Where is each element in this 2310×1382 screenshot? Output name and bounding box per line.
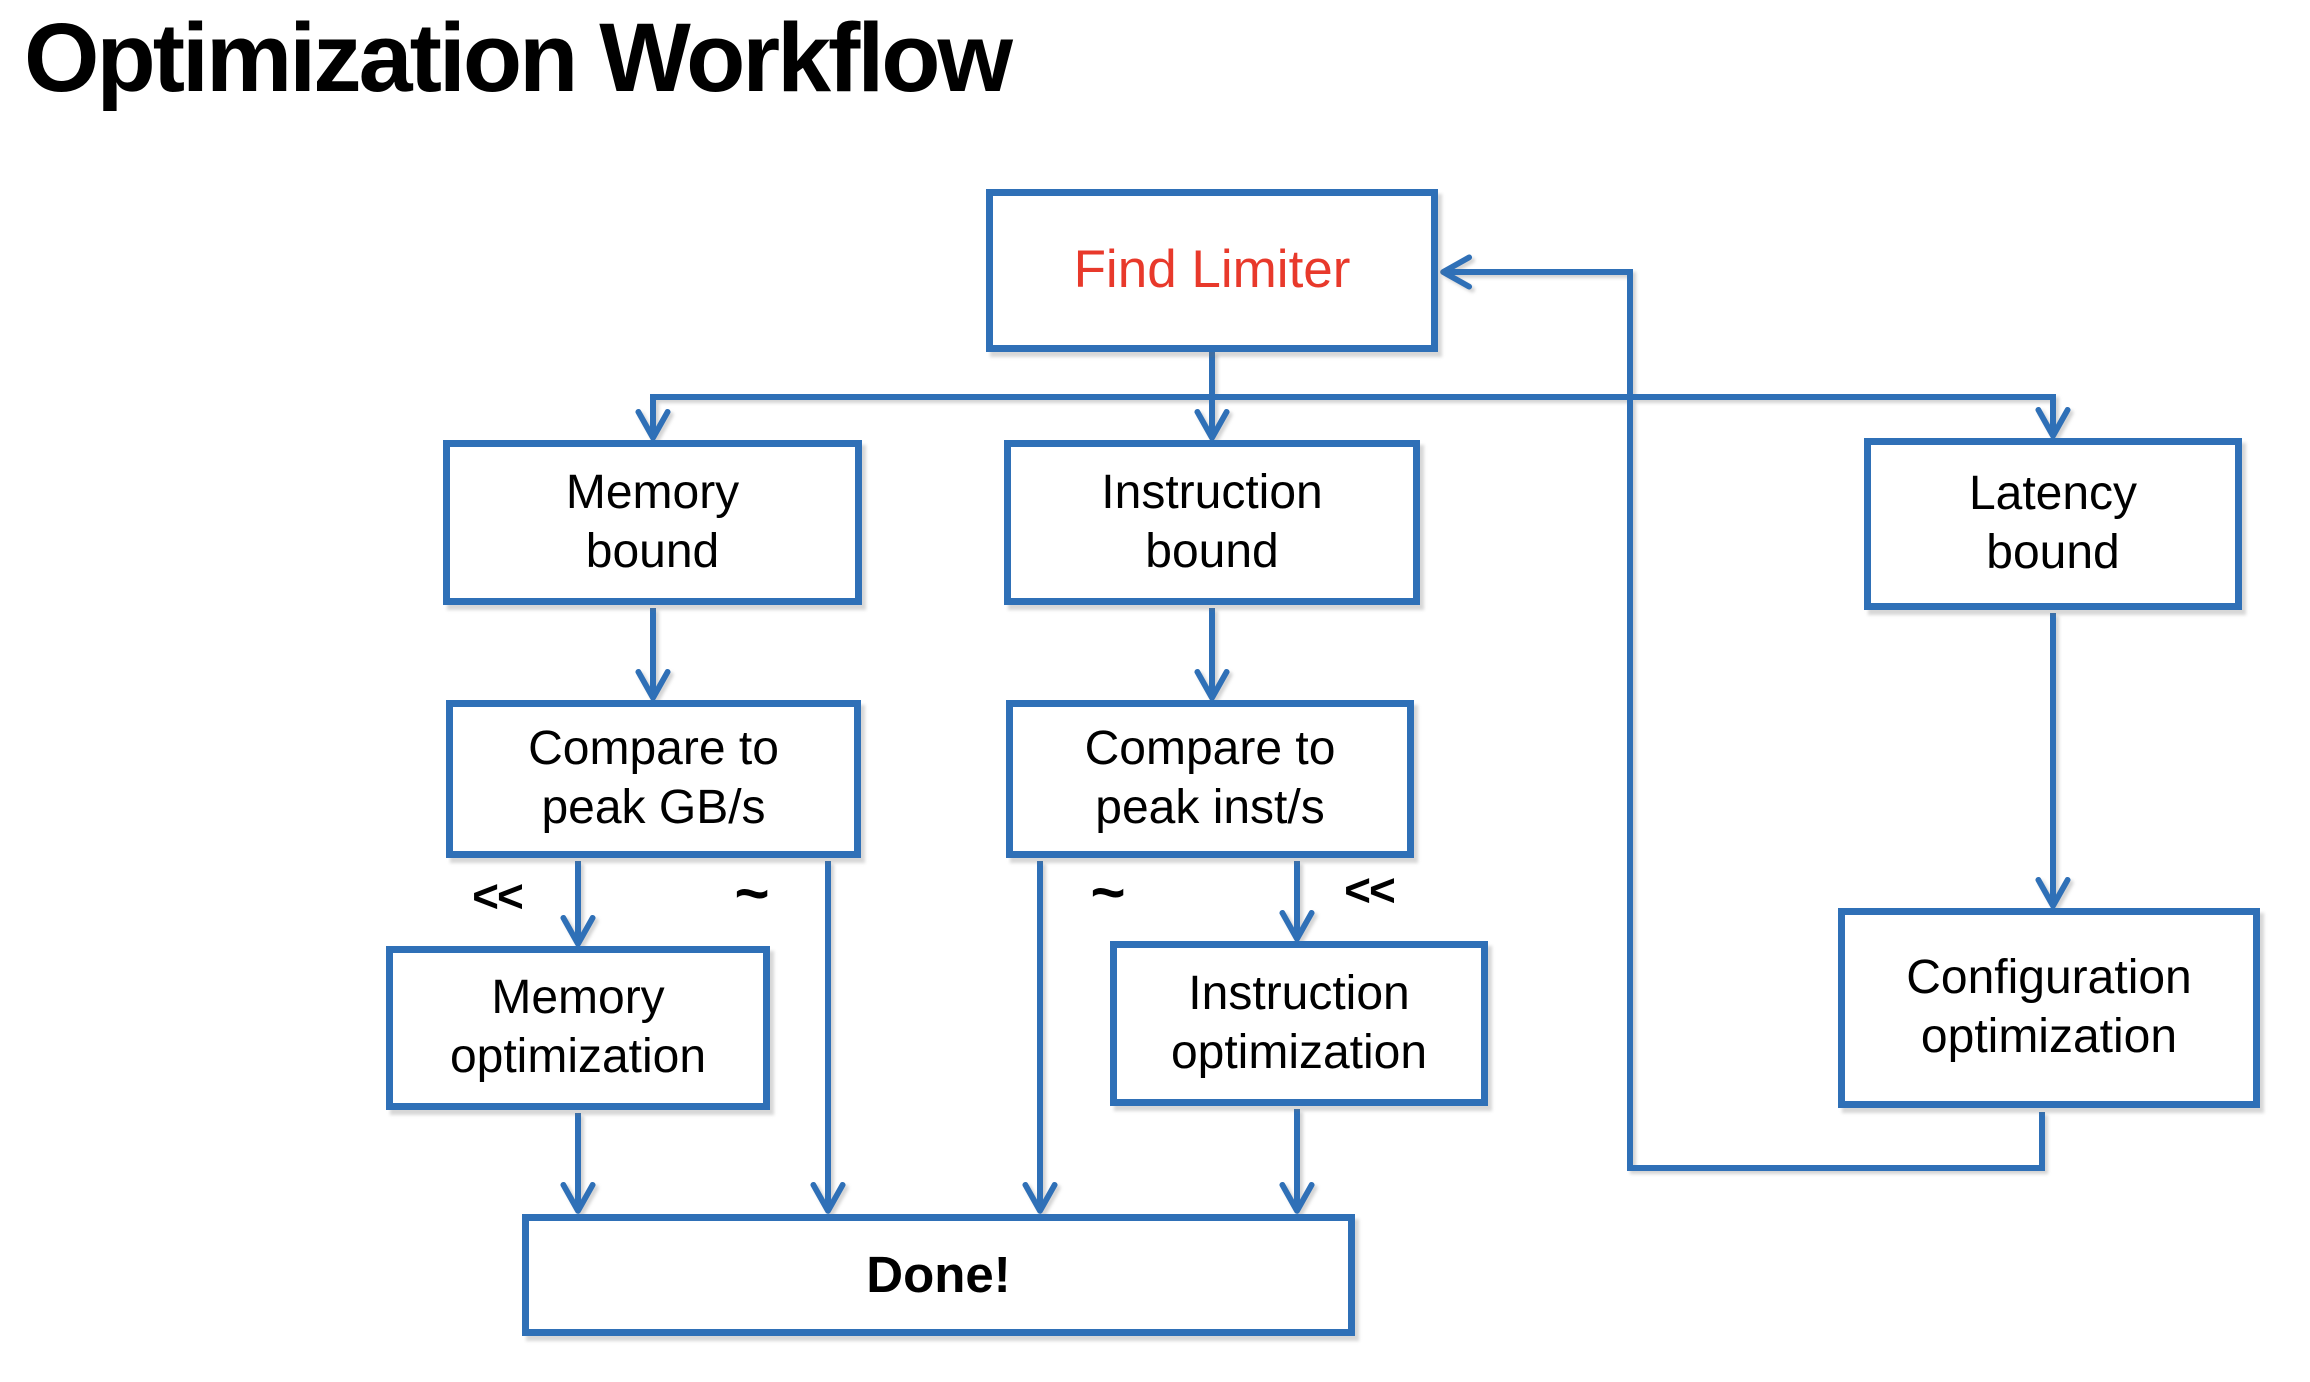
- node-compare-peak-gbs: Compare to peak GB/s: [446, 700, 861, 858]
- edge-config-opt-feedback-to-find-limiter: [1440, 254, 2045, 1171]
- node-compare-peak-inst-label: Compare to peak inst/s: [1084, 722, 1336, 834]
- node-latency-bound: Latency bound: [1864, 438, 2242, 610]
- node-find-limiter: Find Limiter: [986, 189, 1438, 352]
- node-memory-bound: Memory bound: [443, 440, 862, 605]
- node-configuration-optimization-label: Configuration optimization: [1906, 951, 2192, 1063]
- node-latency-bound-label: Latency bound: [1968, 467, 2138, 579]
- node-instruction-optimization: Instruction optimization: [1110, 941, 1488, 1106]
- slide-title: Optimization Workflow: [24, 3, 1013, 112]
- node-memory-optimization: Memory optimization: [386, 946, 770, 1110]
- node-instruction-bound-label: Instruction bound: [1101, 465, 1323, 578]
- node-instruction-bound: Instruction bound: [1004, 440, 1420, 605]
- node-done-label: Done!: [866, 1245, 1011, 1303]
- edge-label-inst-approx: ~: [1090, 858, 1126, 926]
- node-find-limiter-label: Find Limiter: [1073, 240, 1351, 300]
- node-compare-peak-gbs-label: Compare to peak GB/s: [528, 722, 779, 834]
- edge-label-gbs-much-less: <<: [472, 870, 524, 922]
- node-done: Done!: [522, 1214, 1355, 1336]
- edge-label-gbs-approx: ~: [734, 859, 770, 927]
- node-compare-peak-inst: Compare to peak inst/s: [1006, 700, 1414, 858]
- node-configuration-optimization: Configuration optimization: [1838, 908, 2260, 1108]
- node-instruction-optimization-label: Instruction optimization: [1170, 966, 1428, 1079]
- edge-label-inst-much-less: <<: [1344, 864, 1396, 916]
- node-memory-bound-label: Memory bound: [565, 465, 740, 578]
- node-memory-optimization-label: Memory optimization: [449, 971, 707, 1083]
